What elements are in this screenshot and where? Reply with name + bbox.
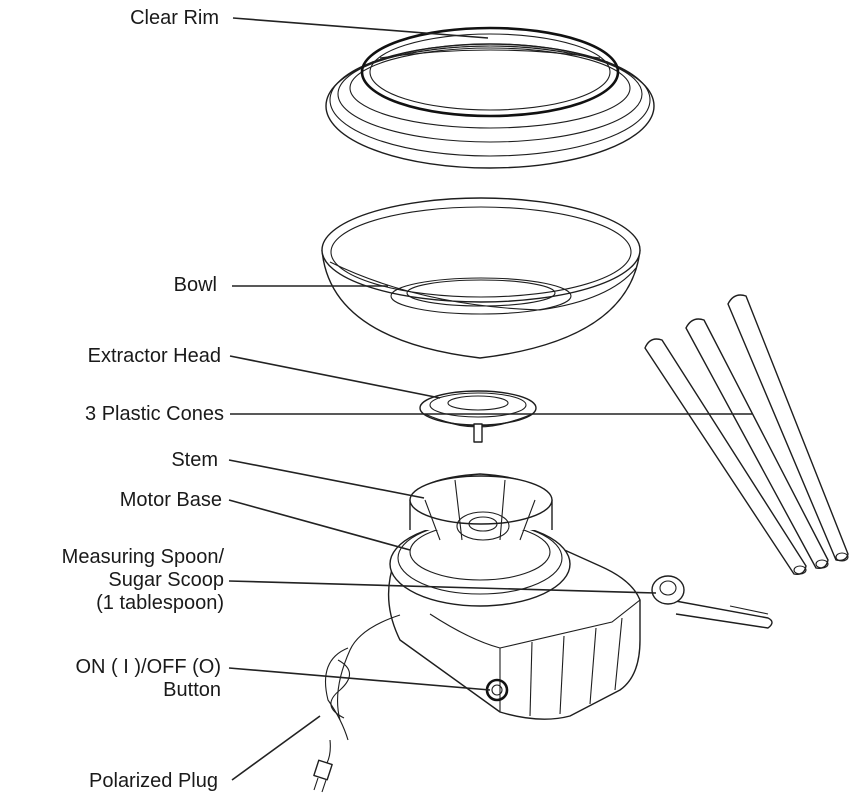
label-on-off-button: ON ( I )/OFF (O) Button: [75, 656, 221, 702]
label-measuring-spoon-line3: (1 tablespoon): [96, 592, 224, 614]
leader-extractor-head: [229, 355, 441, 399]
extractor-head-drawing: [419, 390, 537, 443]
leader-measuring-spoon: [228, 580, 657, 594]
label-on-off-button-line2: Button: [163, 679, 221, 701]
label-bowl: Bowl: [173, 274, 217, 296]
leader-on-off-button: [228, 667, 491, 691]
leader-motor-base: [228, 499, 411, 551]
bowl-drawing: [321, 197, 641, 359]
label-extractor-head: Extractor Head: [87, 345, 221, 367]
plastic-cones-drawing: [644, 294, 849, 576]
measuring-spoon-drawing: [651, 575, 773, 629]
cord-and-plug-drawing: [313, 614, 401, 793]
leader-stem: [228, 459, 425, 499]
leader-clear-rim: [232, 17, 489, 39]
label-measuring-spoon: Measuring Spoon/ Sugar Scoop (1 tablespo…: [62, 546, 224, 615]
label-polarized-plug: Polarized Plug: [89, 770, 218, 792]
label-measuring-spoon-line2: Sugar Scoop: [108, 569, 224, 591]
clear-rim-drawing: [325, 26, 655, 169]
label-on-off-button-line1: ON ( I )/OFF (O): [75, 656, 221, 678]
motor-base-drawing: [387, 473, 641, 720]
label-clear-rim: Clear Rim: [130, 7, 219, 29]
label-measuring-spoon-line1: Measuring Spoon/: [61, 546, 224, 568]
label-motor-base: Motor Base: [119, 489, 222, 511]
leader-polarized-plug: [231, 715, 321, 781]
label-stem: Stem: [171, 449, 218, 471]
label-plastic-cones: 3 Plastic Cones: [85, 403, 224, 425]
